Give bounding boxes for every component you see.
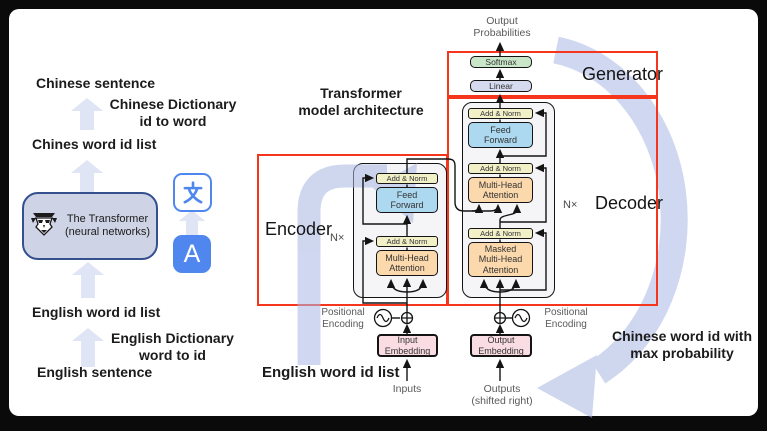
encoder-add-norm-2-block: Add & Norm xyxy=(376,236,438,247)
decoder-multi-head-attention-block: Multi-Head Attention xyxy=(468,177,533,203)
linear-block: Linear xyxy=(470,80,532,92)
generator-label: Generator xyxy=(582,64,664,84)
outputs-label: Outputs (shifted right) xyxy=(471,383,533,407)
inputs-label: Inputs xyxy=(392,383,422,395)
autobot-logo-icon xyxy=(30,211,58,242)
chinese-dictionary-label: Chinese Dictionary id to word xyxy=(109,96,237,129)
chinese-word-id-list-label: Chines word id list xyxy=(32,136,157,152)
output-probabilities-label: Output Probabilities xyxy=(473,15,531,39)
english-word-id-list-annotation: English word id list xyxy=(262,364,400,381)
english-sentence-label: English sentence xyxy=(37,364,153,380)
positional-encoding-left-label: Positional Encoding xyxy=(321,307,365,330)
transformer-box-label: The Transformer (neural networks) xyxy=(65,212,150,239)
decoder-add-norm-1-block: Add & Norm xyxy=(468,108,533,119)
softmax-block: Softmax xyxy=(470,56,532,68)
english-word-id-list-label: English word id list xyxy=(32,304,161,320)
chinese-sentence-label: Chinese sentence xyxy=(36,75,156,91)
decoder-feed-forward-block: Feed Forward xyxy=(468,122,533,148)
decoder-add-norm-2-block: Add & Norm xyxy=(468,163,533,174)
positional-encoding-right-label: Positional Encoding xyxy=(544,307,588,330)
n-times-encoder-label: N× xyxy=(330,232,345,244)
decoder-label: Decoder xyxy=(595,193,664,213)
encoder-label: Encoder xyxy=(265,219,333,239)
translate-a-icon: A xyxy=(173,235,211,273)
input-embedding-block: Input Embedding xyxy=(377,334,438,357)
encoder-multi-head-attention-block: Multi-Head Attention xyxy=(376,250,438,276)
chinese-word-id-annotation: Chinese word id with max probability xyxy=(612,328,753,361)
masked-multi-head-attention-block: Masked Multi-Head Attention xyxy=(468,242,533,277)
the-transformer-box: The Transformer (neural networks) xyxy=(22,192,158,260)
output-embedding-block: Output Embedding xyxy=(470,334,532,357)
translate-zh-icon xyxy=(173,173,212,212)
architecture-title: Transformer model architecture xyxy=(298,85,424,118)
encoder-add-norm-1-block: Add & Norm xyxy=(376,173,438,184)
encoder-feed-forward-block: Feed Forward xyxy=(376,187,438,213)
english-dictionary-label: English Dictionary word to id xyxy=(111,330,234,363)
n-times-decoder-label: N× xyxy=(563,199,578,211)
decoder-add-norm-3-block: Add & Norm xyxy=(468,228,533,239)
